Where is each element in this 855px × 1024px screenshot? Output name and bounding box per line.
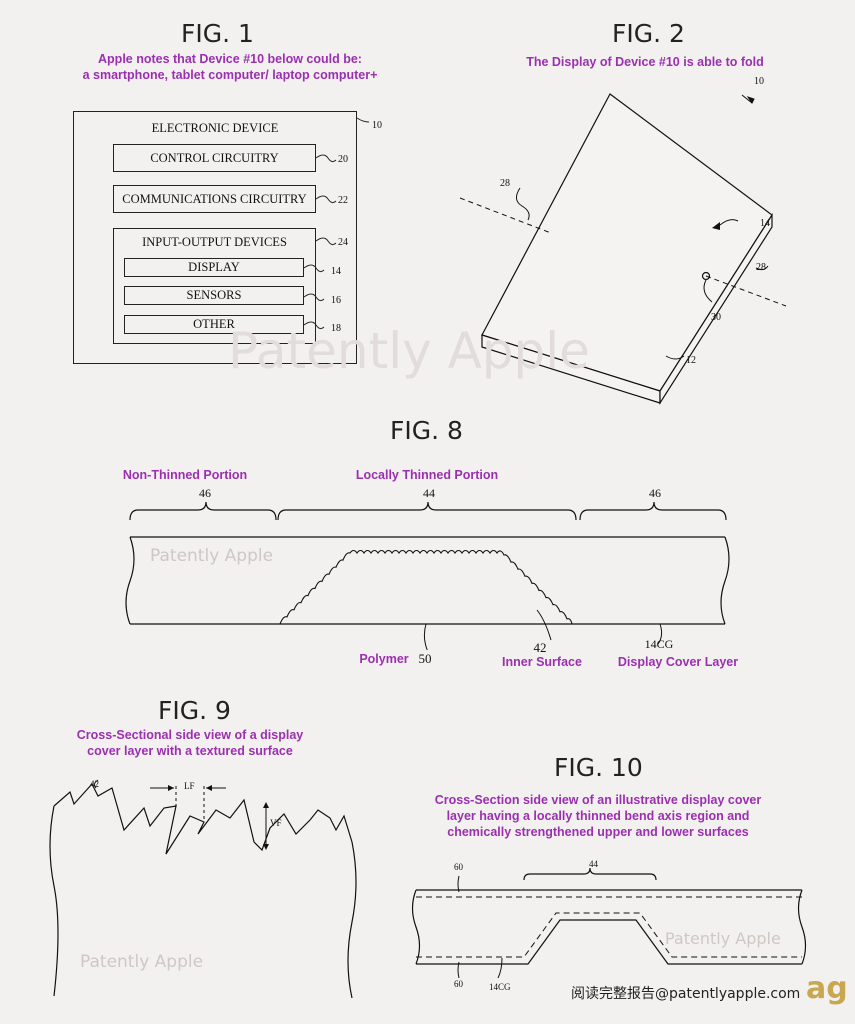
other-label: OTHER — [193, 317, 235, 331]
label-thinned: Locally Thinned Portion — [355, 468, 499, 482]
fig8-cover-layer-drawing — [125, 501, 730, 650]
ref-14: 14 — [331, 266, 341, 277]
fig10-cross-section-drawing — [411, 867, 807, 979]
communications-circuitry-box — [113, 185, 316, 213]
inner-textured-surface — [279, 549, 573, 625]
ref-fig10-14cg: 14CG — [489, 982, 511, 992]
watermark-fig9: Patently Apple — [80, 952, 204, 972]
watermark-main: Patently Apple — [228, 322, 590, 380]
ref-hinge-30: 30 — [711, 312, 721, 323]
ref-fig10-44: 44 — [589, 859, 598, 869]
fig9-title: FIG. 9 — [158, 696, 231, 725]
control-circuitry-box — [113, 144, 316, 172]
fig2-title: FIG. 2 — [612, 19, 685, 48]
ref-lf: LF — [184, 781, 195, 791]
ref-14cg: 14CG — [644, 637, 674, 651]
ref-axis-28-left: 28 — [500, 178, 510, 189]
fig9-textured-surface-drawing — [49, 779, 357, 999]
ref-fig9-42: 42 — [90, 779, 99, 789]
label-polymer: Polymer — [359, 652, 409, 666]
ref-display-14: 14 — [760, 218, 770, 229]
ref-44: 44 — [423, 486, 435, 500]
ref-polymer-50: 50 — [418, 651, 432, 666]
ref-18: 18 — [331, 323, 341, 334]
ref-24: 24 — [338, 237, 348, 248]
watermark-fig10: Patently Apple — [665, 929, 781, 948]
fig9-note: Cross-Sectional side view of a display c… — [76, 728, 304, 758]
ref-fig10-60-bottom: 60 — [454, 979, 463, 989]
electronic-device-box — [73, 111, 357, 364]
fig10-title: FIG. 10 — [554, 753, 643, 782]
fig2-device-drawing — [459, 93, 787, 406]
sensors-label: SENSORS — [186, 288, 242, 302]
comm-label: COMMUNICATIONS CIRCUITRY — [122, 192, 307, 206]
other-box — [124, 315, 304, 334]
control-label: CONTROL CIRCUITRY — [150, 151, 279, 165]
ref-device-10: 10 — [754, 76, 764, 87]
ref-inner-42: 42 — [533, 640, 547, 655]
fig1-note: Apple notes that Device #10 below could … — [82, 52, 378, 82]
ref-16: 16 — [331, 295, 341, 306]
fig2-note: The Display of Device #10 is able to fol… — [526, 55, 764, 69]
ref-fig10-60-top: 60 — [454, 862, 463, 872]
watermark-fig8: Patently Apple — [150, 546, 274, 566]
io-label: INPUT-OUTPUT DEVICES — [142, 235, 287, 249]
fig1-title: FIG. 1 — [181, 19, 254, 48]
ref-46-left: 46 — [199, 486, 211, 500]
ref-22: 22 — [338, 195, 348, 206]
ref-10: 10 — [372, 120, 382, 131]
label-inner-surface: Inner Surface — [502, 655, 582, 669]
ref-axis-28-right: 28 — [756, 262, 766, 273]
label-non-thinned: Non-Thinned Portion — [122, 468, 248, 482]
ref-vf: VF — [270, 818, 282, 828]
device-label: ELECTRONIC DEVICE — [151, 121, 279, 135]
ref-20: 20 — [338, 154, 348, 165]
io-devices-box — [113, 228, 316, 344]
fig10-note: Cross-Section side view of an illustrati… — [434, 793, 762, 839]
fig1-leaders — [303, 117, 370, 330]
footer-link-text[interactable]: 阅读完整报告@patentlyapple.com — [571, 986, 801, 1002]
display-box — [124, 258, 304, 277]
fig8-title: FIG. 8 — [390, 416, 463, 445]
display-label: DISPLAY — [188, 260, 240, 274]
ref-46-right: 46 — [649, 486, 661, 500]
ag-logo: ag — [806, 971, 848, 1006]
ref-housing-12: 12 — [686, 355, 696, 366]
label-display-cover-layer: Display Cover Layer — [617, 655, 739, 669]
sensors-box — [124, 286, 304, 305]
